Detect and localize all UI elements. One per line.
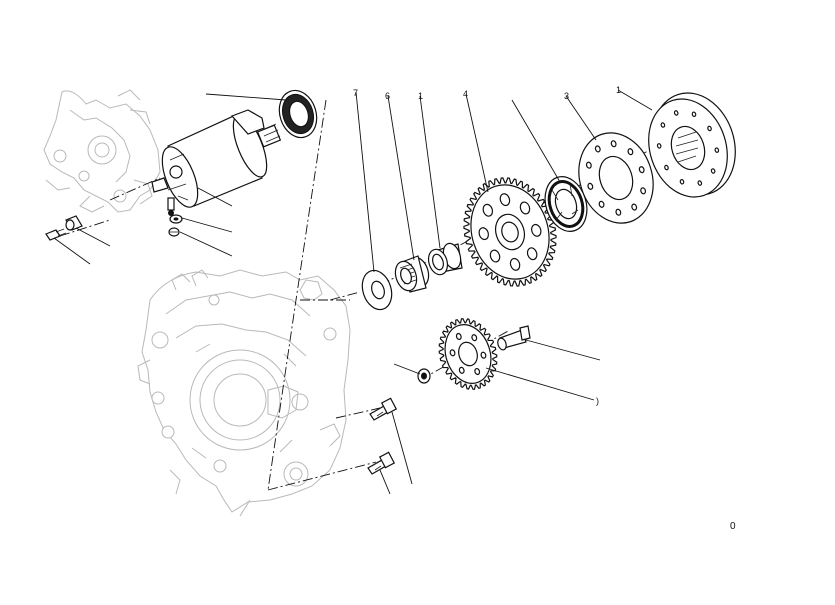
- gear-lightening-hole: [499, 193, 511, 207]
- gear-lightening-hole: [489, 249, 501, 263]
- flange-bolt-hole: [640, 187, 647, 195]
- callout-labels: 7 6 1 4 3 1 ): [353, 85, 621, 406]
- gear-lightening-hole: [471, 334, 478, 342]
- gear-lightening-hole: [530, 223, 542, 237]
- flange-bolt-hole: [610, 140, 617, 148]
- rotor-bolt-hole: [707, 125, 712, 132]
- callout-3: 3: [564, 91, 569, 101]
- callout-gear: ): [596, 396, 599, 406]
- engine-case-fragment-upper: [43, 89, 161, 213]
- starter-motor: [151, 109, 282, 216]
- flywheel-rotor: [648, 92, 736, 198]
- callout-1-flange: 1: [616, 85, 621, 95]
- starter-seal-ring: [278, 89, 318, 139]
- gear-lightening-hole: [455, 332, 462, 341]
- rotor-bolt-hole: [656, 143, 662, 149]
- gear-lightening-hole: [458, 366, 465, 374]
- gear-lightening-hole: [449, 349, 456, 357]
- rotor-bolt-hole: [664, 164, 669, 171]
- gear-lightening-hole: [509, 257, 521, 271]
- freewheel-clutch: [544, 176, 588, 232]
- flange-bolt-hole: [587, 182, 594, 190]
- rotor-bolt-hole: [710, 168, 716, 174]
- bushing: [427, 242, 463, 276]
- starter-driven-gear: [463, 177, 557, 287]
- callout-4: 4: [463, 89, 468, 99]
- cover-bolts: [367, 397, 398, 475]
- flange-bolt-hole: [631, 203, 638, 211]
- gear-lightening-hole: [519, 201, 531, 215]
- page-number: 0: [730, 521, 736, 532]
- rotor-bolt-hole: [691, 111, 697, 118]
- rotor-bolt-hole: [673, 110, 679, 116]
- leader-lines: [53, 89, 653, 495]
- freewheel-flange: [578, 132, 654, 224]
- gear-lightening-hole: [482, 203, 494, 217]
- rotor-bolt-hole: [714, 147, 720, 153]
- rotor-bolt-hole: [679, 178, 685, 185]
- callout-1-bushing: 1: [418, 91, 423, 101]
- gear-lightening-hole: [480, 351, 487, 359]
- intermediate-gear: [438, 318, 498, 390]
- spacer-and-screw: [45, 215, 83, 241]
- rotor-bolt-hole: [697, 180, 703, 186]
- rotor-bolt-hole: [660, 122, 666, 128]
- flange-bolt-hole: [638, 166, 645, 174]
- starter-washers: [168, 214, 183, 237]
- thrust-washer: [361, 269, 393, 311]
- gear-washer: [417, 368, 431, 384]
- flange-bolt-hole: [598, 200, 605, 208]
- gear-lightening-hole: [526, 247, 538, 261]
- flange-bolt-hole: [585, 161, 592, 169]
- callout-7: 7: [353, 88, 358, 98]
- crankcase-ghost: [137, 269, 351, 517]
- gear-shaft-pin: [497, 325, 531, 351]
- flange-bolt-hole: [615, 208, 622, 216]
- gear-lightening-hole: [474, 367, 481, 376]
- flange-bolt-hole: [627, 148, 634, 156]
- needle-bearing: [394, 255, 430, 293]
- gear-lightening-hole: [478, 227, 490, 241]
- callout-6: 6: [385, 91, 390, 101]
- flange-bolt-hole: [594, 145, 601, 153]
